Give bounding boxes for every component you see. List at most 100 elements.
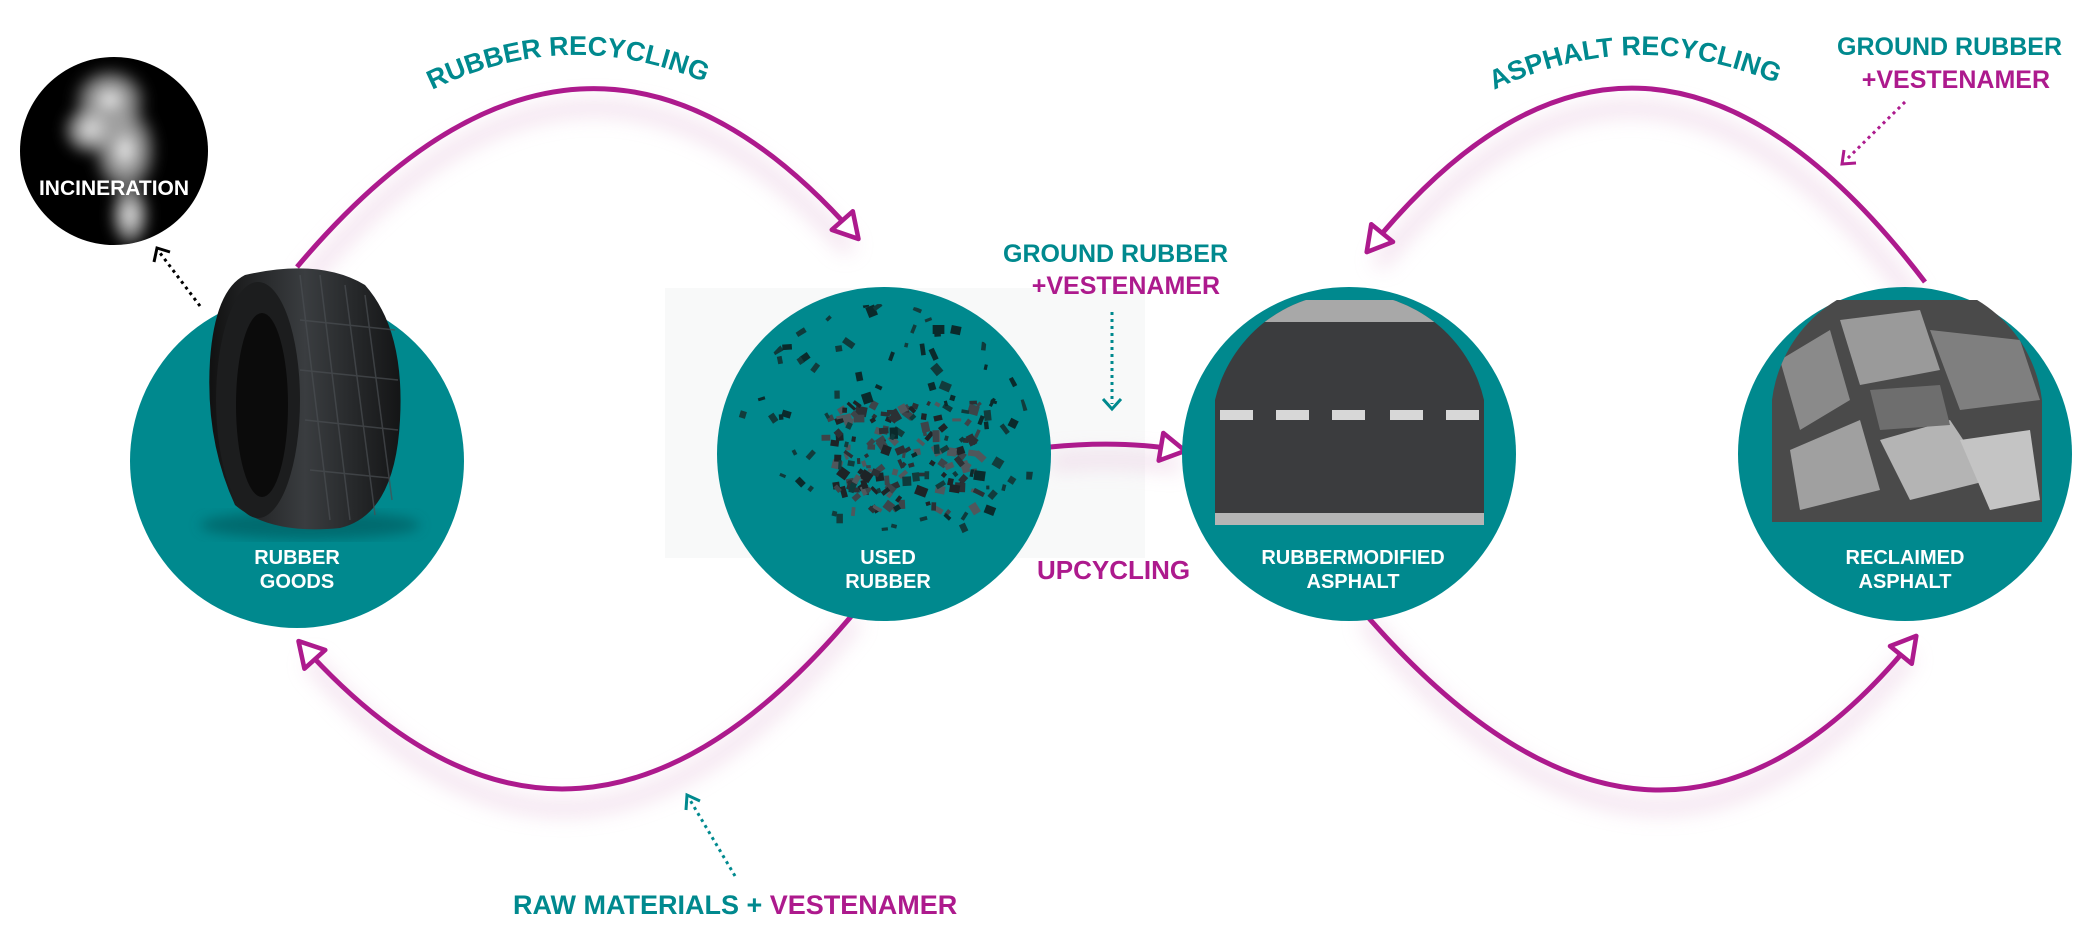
rubber-crumb	[944, 461, 955, 471]
rubber-crumb	[839, 485, 848, 499]
rubber-crumb	[778, 414, 784, 420]
rubber-crumb	[952, 470, 959, 478]
rubber-crumb	[924, 430, 935, 442]
rubber-crumb	[846, 401, 857, 411]
ground-rubber-label: GROUND RUBBER	[1003, 240, 1228, 268]
rubber-crumb	[866, 437, 876, 448]
rubber-crumb	[983, 504, 997, 516]
rubber-crumb	[843, 441, 849, 448]
arc-glows	[299, 100, 1921, 816]
rubber-crumb	[960, 511, 969, 521]
rubber-crumb	[855, 371, 864, 382]
rubber-crumb	[851, 436, 857, 443]
rubber-crumb	[860, 479, 869, 490]
rubber-crumb	[845, 421, 853, 430]
rubber-goods-label-line1: RUBBER	[254, 547, 340, 569]
rubber-crumb	[834, 454, 842, 462]
rubber-crumb	[776, 355, 784, 365]
rubber-crumb	[920, 421, 931, 433]
rubber-crumb	[926, 400, 931, 407]
rubber-crumb	[872, 304, 883, 311]
rubber-crumb	[868, 400, 879, 411]
rubber-crumb	[880, 444, 892, 457]
incineration-arrow	[158, 252, 202, 307]
rubber-crumb	[833, 484, 842, 494]
rubber-crumb	[894, 445, 907, 456]
rubber-crumb	[898, 499, 906, 510]
rubber-crumb	[990, 399, 998, 405]
rubber-crumb	[796, 356, 805, 366]
rubber-crumb	[919, 343, 926, 356]
rubber-crumb	[958, 473, 969, 485]
rubber-crumb	[920, 413, 927, 421]
rubber-crumb	[857, 468, 864, 475]
rubber-crumb	[842, 337, 856, 350]
rubber-crumb	[851, 492, 862, 502]
rubber-crumb	[943, 435, 949, 442]
ground-rubber-arrowhead	[1101, 397, 1123, 412]
rubber-crumb	[987, 489, 998, 501]
rubber-crumb	[902, 476, 912, 487]
rubber-crumb	[911, 472, 920, 482]
rubber-crumb	[973, 470, 986, 482]
rubber-crumb	[973, 429, 981, 439]
rubber-goods-node: RUBBER GOODS	[130, 268, 464, 628]
rubber-crumb	[884, 482, 897, 495]
rubber-crumb	[888, 412, 900, 424]
rubber-crumb	[1007, 417, 1019, 430]
rubber-crumb	[934, 401, 941, 408]
rubber-crumb	[847, 460, 855, 467]
rma-label-line1: RUBBERMODIFIED	[1261, 547, 1444, 569]
rubber-crumb	[981, 341, 987, 351]
incineration-label: INCINERATION	[39, 177, 189, 200]
rubber-crumb	[867, 468, 873, 473]
rubber-crumb	[880, 486, 891, 496]
rubber-crumb	[961, 409, 970, 415]
rubber-crumb	[983, 409, 992, 421]
rubber-crumb	[937, 422, 948, 433]
incineration-node: INCINERATION	[20, 57, 208, 245]
rubber-crumb	[850, 506, 856, 517]
rubber-crumb	[969, 400, 977, 405]
rubber-crumb	[999, 423, 1010, 435]
rubber-crumb	[878, 427, 889, 435]
rubber-crumb	[924, 317, 933, 323]
raw-materials-arrow-dotted	[688, 799, 737, 877]
rubber-crumb	[950, 324, 962, 336]
rubber-crumb	[867, 505, 876, 514]
rubber-crumb	[795, 327, 807, 338]
rubber-crumb	[912, 306, 923, 314]
used-rubber-node: USED RUBBER	[717, 287, 1051, 621]
rubber-crumb	[965, 433, 978, 447]
rubber-crumb	[910, 451, 918, 458]
rubber-crumb	[794, 476, 806, 488]
rubber-crumb	[907, 462, 915, 468]
rubber-crumb	[949, 394, 956, 402]
rubber-crumb	[854, 414, 865, 423]
asphalt-recycling-arrow	[1364, 85, 1927, 284]
rubber-crumb	[831, 510, 838, 517]
raw-materials-arrow	[296, 600, 865, 792]
rubber-crumb	[885, 491, 893, 499]
rubber-crumb	[848, 482, 857, 494]
asphalt-reclaim-arrow	[1353, 600, 1919, 793]
rubber-crumb	[968, 501, 981, 516]
rubber-crumb	[891, 468, 899, 476]
rubber-crumb	[897, 458, 905, 469]
rubber-crumb	[833, 428, 844, 439]
upcycling-arrow	[1049, 430, 1188, 463]
rubber-crumb	[872, 504, 883, 513]
rubber-crumb	[933, 414, 943, 422]
rubber-crumb	[791, 449, 798, 456]
rubber-crumb	[888, 351, 895, 362]
raw-materials-arrowhead	[684, 792, 701, 811]
rma-label-line2: ASPHALT	[1307, 571, 1400, 593]
rubber-crumb	[861, 460, 867, 468]
rubber-crumb	[976, 401, 982, 407]
reclaimed-label-line2: ASPHALT	[1859, 571, 1952, 593]
rubber-crumb	[860, 391, 874, 405]
vestenamer-label: +VESTENAMER	[1032, 272, 1220, 300]
rubber-crumb	[932, 430, 940, 443]
rubber-crumb	[930, 362, 944, 377]
rubber-crumb	[938, 380, 952, 393]
